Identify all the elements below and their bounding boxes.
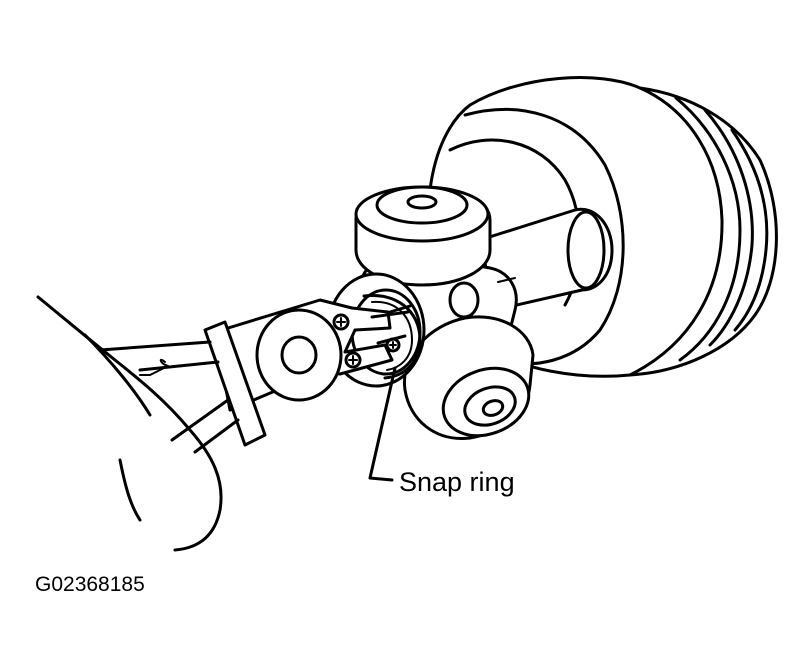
tripod-roller-top (354, 185, 492, 287)
figure-code: G02368185 (35, 573, 145, 596)
plier-handles (98, 320, 267, 454)
snap-ring-pliers (213, 298, 412, 412)
snap-ring-label: Snap ring (399, 467, 515, 497)
tripod-roller-bottom (402, 315, 535, 440)
hand (36, 295, 223, 552)
snap-ring-leader-line (368, 366, 397, 482)
